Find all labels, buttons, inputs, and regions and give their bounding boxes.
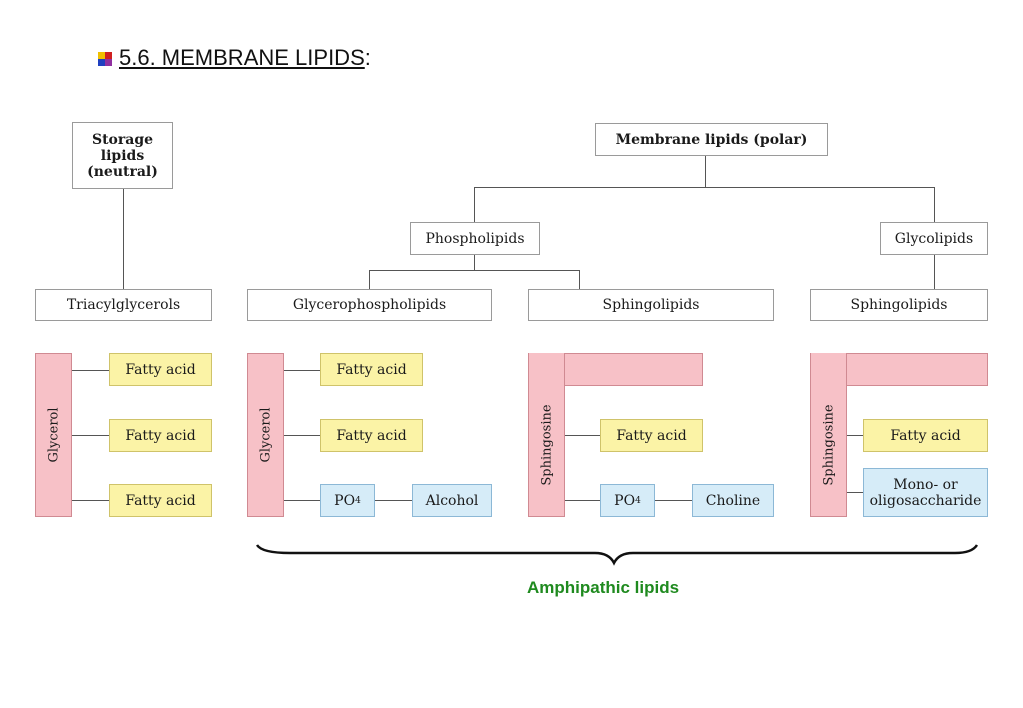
link-gp-1 [284, 370, 320, 371]
triacylglycerols-box: Triacylglycerols [35, 289, 212, 321]
connector-phospho-stem [474, 255, 475, 270]
connector-glyco-stem [934, 255, 935, 289]
glycerophospholipids-box: Glycerophospholipids [247, 289, 492, 321]
fatty-acid-tag-1: Fatty acid [109, 353, 212, 386]
link-sg-2 [847, 492, 863, 493]
saccharide-line-2: oligosaccharide [869, 492, 982, 509]
connector-phospho-up [474, 187, 475, 222]
saccharide-sg: Mono- or oligosaccharide [863, 468, 988, 517]
fatty-acid-gp-2: Fatty acid [320, 419, 423, 452]
connector-sphingo-phospho [579, 270, 580, 289]
link-sp-2 [565, 500, 600, 501]
connector-membrane-stem [705, 155, 706, 188]
phospholipids-box: Phospholipids [410, 222, 540, 255]
saccharide-line-1: Mono- or [893, 476, 958, 493]
link-sp-1 [565, 435, 600, 436]
sphingolipids-phospho-box: Sphingolipids [528, 289, 774, 321]
link-sg-1 [847, 435, 863, 436]
sphingosine-label-4: Sphingosine [821, 404, 837, 486]
heading-colon: : [364, 45, 371, 70]
glycerol-label-1: Glycerol [46, 407, 62, 463]
choline-sp: Choline [692, 484, 774, 517]
connector-glycerophospho [369, 270, 370, 289]
glycolipids-box: Glycolipids [880, 222, 988, 255]
link-gp-alcohol [375, 500, 412, 501]
phosphate-sp-sub: 4 [635, 495, 641, 506]
storage-lipids-box: Storage lipids (neutral) [72, 122, 173, 189]
amphipathic-label: Amphipathic lipids [526, 578, 680, 597]
phosphate-gp-sub: 4 [355, 495, 361, 506]
link-gp-2 [284, 435, 320, 436]
connector-phospho-bar [369, 270, 580, 271]
fatty-acid-sp: Fatty acid [600, 419, 703, 452]
sphingosine-backbone-4 [810, 353, 847, 517]
glycerol-label-2: Glycerol [258, 407, 274, 463]
link-tag-3 [72, 500, 109, 501]
alcohol-gp: Alcohol [412, 484, 492, 517]
connector-storage [123, 188, 124, 289]
phosphate-sp-text: PO [614, 492, 636, 509]
sphingosine-label-3: Sphingosine [539, 404, 555, 486]
membrane-lipids-box: Membrane lipids (polar) [595, 123, 828, 156]
link-tag-2 [72, 435, 109, 436]
connector-membrane-bar [474, 187, 935, 188]
link-tag-1 [72, 370, 109, 371]
fatty-acid-tag-3: Fatty acid [109, 484, 212, 517]
page-heading: 5.6. MEMBRANE LIPIDS: [98, 45, 371, 71]
glycerol-backbone-2 [247, 353, 284, 517]
bullet-icon [98, 52, 112, 66]
link-gp-3 [284, 500, 320, 501]
phosphate-gp-text: PO [334, 492, 356, 509]
heading-title: 5.6. MEMBRANE LIPIDS [119, 45, 365, 70]
connector-glyco-up [934, 187, 935, 222]
sphingolipids-glyco-box: Sphingolipids [810, 289, 988, 321]
fatty-acid-gp-1: Fatty acid [320, 353, 423, 386]
sphingosine-backbone-3 [528, 353, 565, 517]
fatty-acid-sg: Fatty acid [863, 419, 988, 452]
link-sp-choline [655, 500, 692, 501]
glycerol-backbone-1 [35, 353, 72, 517]
fatty-acid-tag-2: Fatty acid [109, 419, 212, 452]
